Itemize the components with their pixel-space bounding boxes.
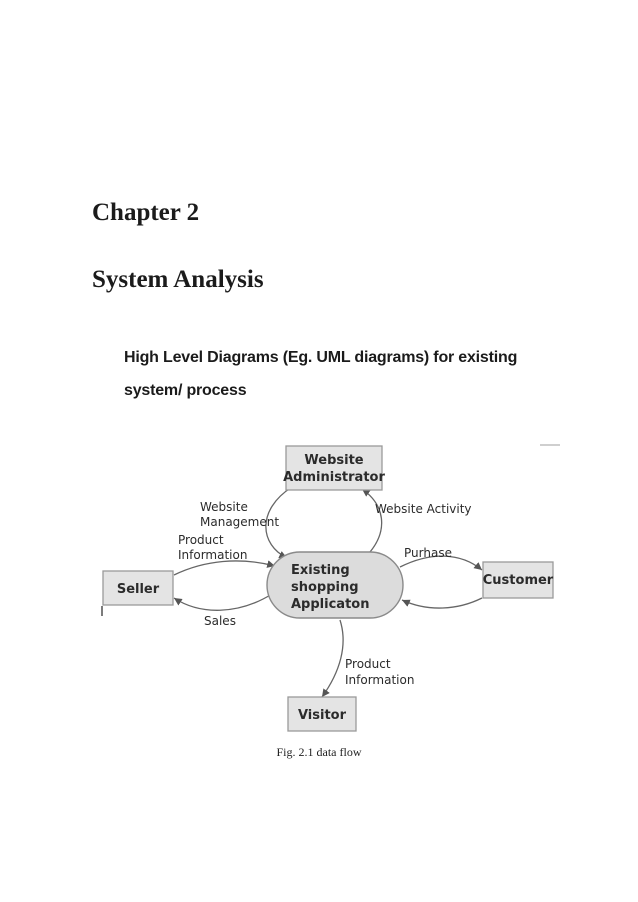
flow-product-information-visitor-line-1: Product [345, 657, 391, 671]
flow-product-information-seller-line-1: Product [178, 533, 224, 547]
arc-customer-to-center [401, 597, 483, 609]
figure-caption: Fig. 2.1 data flow [276, 745, 362, 759]
flow-website-activity: Website Activity [375, 502, 472, 516]
section-title: System Analysis [92, 266, 264, 293]
arc-center-to-customer [399, 555, 483, 571]
customer-box [482, 561, 554, 599]
center-label-line-2: shopping [291, 580, 359, 595]
chapter-title: Chapter 2 [92, 199, 200, 226]
subheading-line-1: High Level Diagrams (Eg. UML diagrams) f… [124, 349, 518, 366]
arc-center-to-visitor [321, 619, 344, 698]
subheading-line-2: system/ process [124, 382, 247, 399]
visitor-box [287, 696, 357, 732]
customer-label: Customer [483, 573, 554, 588]
seller-box [102, 570, 174, 606]
arc-seller-to-center [173, 560, 276, 576]
center-label-line-1: Existing [291, 563, 350, 578]
visitor-label: Visitor [298, 708, 347, 723]
arc-center-to-seller [173, 593, 273, 611]
flow-product-information-seller-line-2: Information [178, 548, 247, 562]
flow-product-information-visitor-line-2: Information [345, 673, 414, 687]
center-process-node [266, 551, 404, 619]
flow-sales: Sales [204, 614, 236, 628]
admin-label-line-1: Website [304, 453, 363, 468]
flow-purhase: Purhase [404, 546, 452, 560]
arc-admin-to-center [265, 486, 293, 559]
seller-label: Seller [117, 582, 160, 597]
admin-label-line-2: Administrator [283, 470, 385, 485]
admin-box [285, 445, 383, 491]
center-label-line-3: Applicaton [291, 597, 369, 612]
flow-website-management-line-1: Website [200, 500, 248, 514]
arc-center-to-admin [361, 488, 383, 553]
flow-website-management-line-2: Management [200, 515, 279, 529]
